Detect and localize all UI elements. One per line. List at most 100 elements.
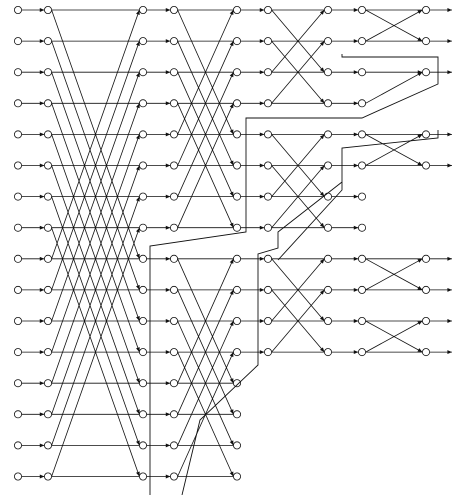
input-node — [13, 161, 22, 170]
arrowhead — [39, 350, 45, 355]
node — [357, 348, 366, 357]
node — [232, 223, 241, 232]
node — [44, 348, 53, 357]
node — [138, 316, 147, 325]
arrowhead — [136, 253, 140, 259]
edge-cross — [271, 258, 325, 322]
arrowhead — [229, 129, 234, 135]
node — [44, 316, 53, 325]
node — [138, 161, 147, 170]
node — [421, 6, 430, 14]
input-node — [13, 379, 22, 388]
input-node — [13, 348, 22, 357]
edge-cross — [365, 258, 423, 291]
arrowhead — [259, 163, 265, 168]
node — [263, 192, 272, 201]
edge-cross — [177, 258, 234, 384]
edge-cross — [365, 134, 423, 166]
arrowhead — [353, 8, 359, 12]
input-node — [13, 130, 22, 139]
arrowhead — [319, 347, 325, 353]
node — [323, 316, 332, 325]
arrowhead — [417, 10, 423, 14]
arrowhead — [229, 103, 234, 109]
arrowhead — [136, 72, 140, 78]
node — [323, 348, 332, 357]
arrowhead — [447, 256, 452, 261]
node — [263, 99, 272, 108]
node — [169, 379, 178, 388]
arrowhead — [447, 163, 452, 168]
node — [421, 348, 430, 357]
arrowhead — [136, 440, 140, 446]
arrowhead — [165, 350, 171, 355]
node — [357, 99, 366, 108]
node — [263, 316, 272, 325]
node — [232, 192, 241, 201]
node — [263, 37, 272, 46]
input-node — [13, 316, 22, 325]
node — [169, 472, 178, 481]
node — [138, 68, 147, 77]
arrowhead — [417, 72, 423, 77]
arrowhead — [229, 258, 234, 264]
node — [232, 441, 241, 450]
arrowhead — [319, 41, 325, 46]
node — [232, 285, 241, 294]
arrowhead — [259, 70, 265, 75]
node — [138, 6, 147, 14]
node — [138, 472, 147, 481]
arrowhead — [136, 41, 140, 47]
node — [44, 99, 53, 108]
arrowhead — [229, 160, 234, 166]
node — [263, 254, 272, 263]
node — [357, 130, 366, 139]
arrowhead — [136, 196, 140, 202]
node — [44, 68, 53, 77]
arrowhead — [165, 381, 171, 386]
arrowhead — [229, 378, 234, 384]
boundary-line — [149, 54, 439, 495]
node — [169, 441, 178, 450]
edge-cross — [177, 320, 234, 446]
arrowhead — [259, 194, 265, 199]
node — [263, 223, 272, 232]
arrowhead — [229, 440, 234, 446]
arrowhead — [319, 316, 325, 321]
arrowhead — [136, 103, 140, 109]
node — [232, 68, 241, 77]
node — [421, 254, 430, 263]
arrowhead — [136, 227, 140, 233]
arrowhead — [319, 98, 325, 104]
node — [232, 37, 241, 46]
node — [323, 6, 332, 14]
node — [357, 37, 366, 46]
edge-cross — [177, 40, 234, 166]
arrowhead — [229, 471, 234, 477]
node — [232, 254, 241, 263]
arrowhead — [447, 39, 452, 44]
arrowhead — [259, 319, 265, 323]
arrowhead — [259, 287, 265, 292]
arrowhead — [39, 381, 45, 386]
arrowhead — [319, 10, 325, 15]
node — [323, 99, 332, 108]
edge-cross — [51, 103, 140, 353]
edge-cross — [51, 72, 140, 322]
node — [323, 223, 332, 232]
arrowhead — [39, 163, 45, 168]
node — [169, 130, 178, 139]
arrowhead — [229, 409, 234, 415]
node — [357, 316, 366, 325]
input-node — [13, 192, 22, 201]
arrowhead — [229, 321, 234, 326]
arrowhead — [39, 132, 45, 137]
arrowhead — [229, 222, 234, 228]
arrowhead — [259, 256, 265, 261]
node — [138, 285, 147, 294]
arrowhead — [39, 225, 45, 230]
edge-cross — [271, 40, 325, 104]
arrowhead — [39, 412, 45, 417]
